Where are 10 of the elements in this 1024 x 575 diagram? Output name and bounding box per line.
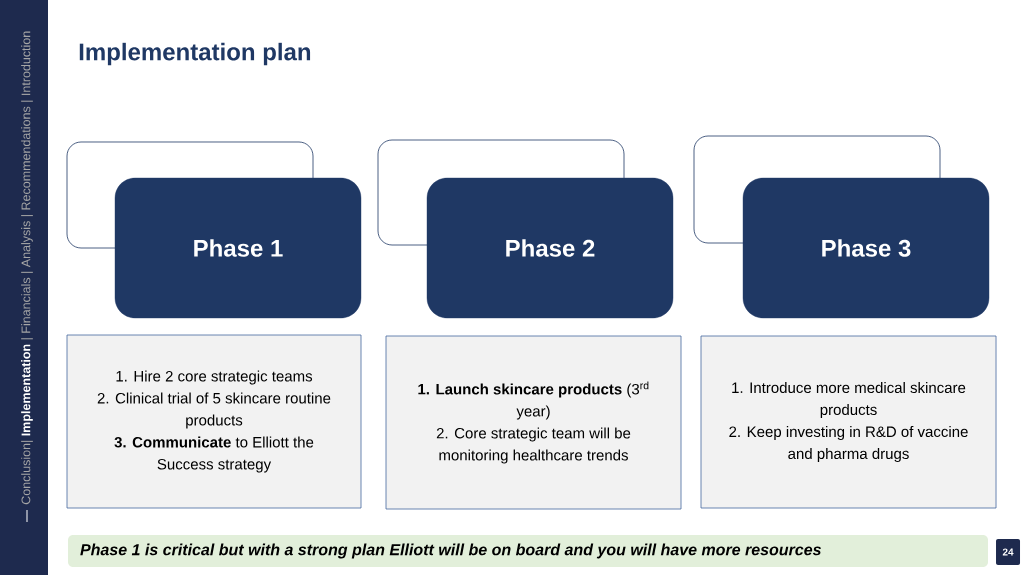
phase-box: Phase 2 xyxy=(426,177,674,319)
title: Implementation plan xyxy=(79,42,311,66)
text-box: 1. Launch skincare products (3$^{rd}$ year) 2. Core strategic team will be monitoring healthcare trends xyxy=(385,335,682,510)
banner: Phase 1 is critical but with a strong plan Elliott will be on board and you will have more resources xyxy=(68,535,988,567)
page-number: 24 xyxy=(996,539,1020,565)
text-box: 1. Hire 2 core strategic teams 2. Clinical trial of 5 skincare routine products 3. Communicate to Elliott the Success strategy xyxy=(66,334,362,509)
phase-box: Phase 3 xyxy=(742,177,990,319)
sidebar-navigation: Conclusion| Implementation | Financials | Analysis | Recommendations | Introduction xyxy=(21,31,33,505)
text-box: 1. Introduce more medical skincare products 2. Keep investing in R&D of vaccine and pharma drugs xyxy=(700,335,997,509)
phase-box: Phase 1 xyxy=(114,177,362,319)
